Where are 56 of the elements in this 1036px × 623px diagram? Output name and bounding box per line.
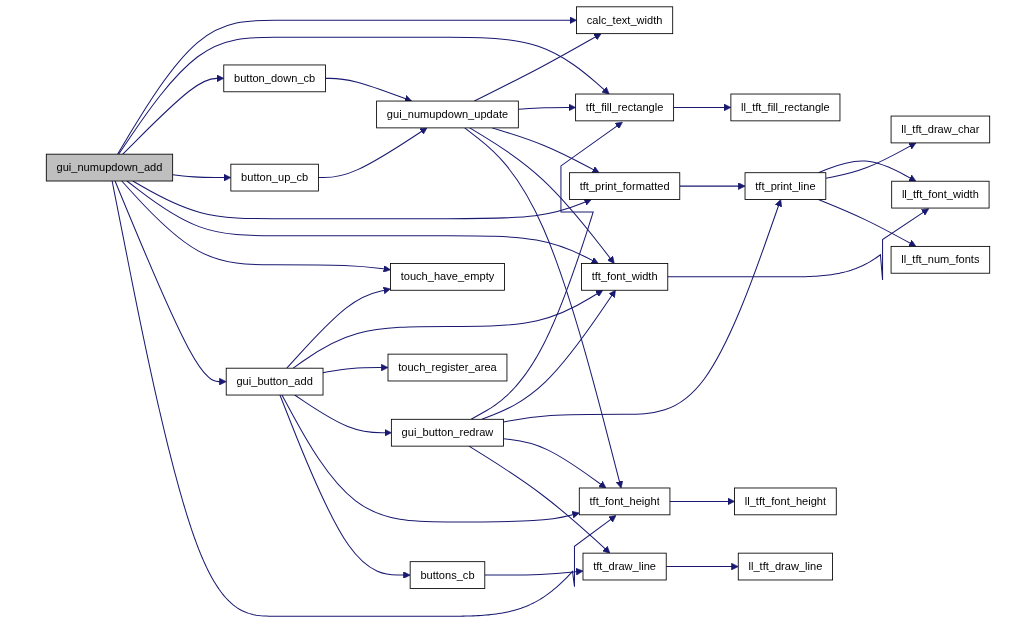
node-box: touch_register_area — [387, 353, 508, 382]
arrow — [132, 180, 592, 220]
arrow — [172, 173, 232, 182]
arrow — [470, 121, 623, 420]
arrow — [817, 199, 917, 247]
arrow — [503, 199, 782, 423]
node-box: gui_button_add — [225, 367, 324, 396]
node-box: tft_print_formatted — [569, 172, 681, 200]
arrow — [121, 180, 391, 273]
node-box: gui_numupdown_update — [376, 100, 519, 129]
arrow — [325, 77, 412, 103]
arrow — [292, 289, 604, 369]
node-box: tft_fill_rectangle — [575, 93, 675, 122]
arrow — [294, 394, 392, 437]
node-box: gui_button_redraw — [390, 418, 504, 447]
arrow — [286, 286, 391, 369]
arrow — [279, 394, 411, 579]
arrow — [469, 127, 615, 264]
arrow — [665, 562, 739, 571]
node-box: calc_text_width — [576, 6, 674, 35]
arrow — [122, 74, 225, 155]
arrow — [317, 127, 428, 179]
arrow — [468, 445, 611, 554]
node-box: tft_font_width — [581, 263, 669, 291]
arrow — [679, 182, 746, 190]
arrow — [473, 33, 602, 102]
arrow — [673, 103, 732, 112]
arrow — [667, 208, 930, 281]
arrow — [117, 16, 577, 155]
node-box: ll_tft_fill_rectangle — [730, 93, 841, 122]
node-box: tft_font_height — [578, 487, 671, 516]
arrow — [464, 127, 624, 489]
arrow — [481, 289, 616, 420]
node-box: ll_tft_num_fonts — [890, 245, 991, 274]
arrow — [517, 103, 576, 112]
arrow — [111, 180, 617, 617]
node-box: button_down_cb — [223, 64, 326, 93]
node-box: gui_numupdown_add — [45, 153, 174, 182]
node-box: button_up_cb — [230, 163, 319, 192]
arrow — [118, 36, 610, 155]
node-box: ll_tft_draw_line — [737, 552, 833, 581]
node-box: ll_tft_font_height — [734, 487, 837, 516]
node-box: tft_draw_line — [582, 552, 667, 581]
node-box: tft_print_line — [744, 172, 827, 200]
node-box: touch_have_empty — [390, 263, 505, 291]
arrow — [322, 363, 389, 374]
arrow — [825, 142, 917, 179]
arrow — [669, 497, 735, 506]
arrow — [503, 438, 607, 489]
arrow — [114, 180, 227, 386]
arrow — [126, 180, 599, 264]
arrow — [484, 567, 584, 576]
node-box: buttons_cb — [409, 561, 486, 589]
arrow — [281, 394, 580, 523]
node-box: ll_tft_font_width — [891, 180, 990, 209]
node-box: ll_tft_draw_char — [890, 115, 991, 144]
